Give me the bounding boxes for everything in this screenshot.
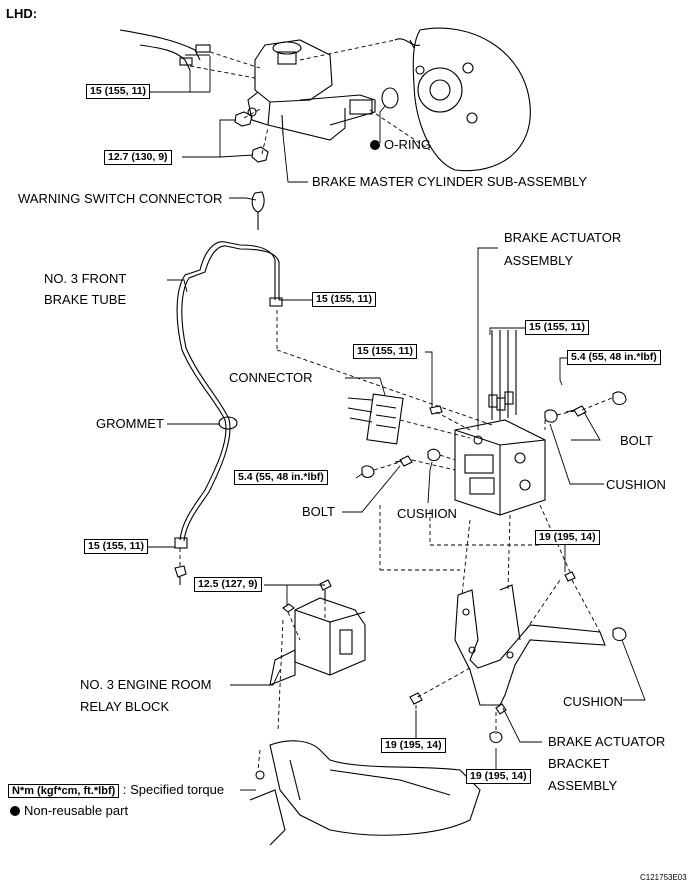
- cushion-left-label: CUSHION: [397, 506, 457, 521]
- bolt-right-label: BOLT: [620, 433, 653, 448]
- non-reusable-legend-text: Non-reusable part: [24, 803, 129, 818]
- relay-block-label-line1: NO. 3 ENGINE ROOM: [80, 677, 212, 692]
- torque-legend: N*m (kgf*cm, ft.*lbf) : Specified torque: [8, 782, 224, 799]
- bracket-label-line3: ASSEMBLY: [548, 778, 618, 793]
- o-ring-drawing: [381, 87, 399, 109]
- cushion-right-label: CUSHION: [606, 477, 666, 492]
- torque-bracket-lower: 19 (195, 14): [466, 769, 531, 784]
- torque-front-tube-lower: 15 (155, 11): [84, 539, 149, 554]
- front-brake-tube-drawing: [174, 241, 283, 585]
- brake-booster-drawing: [394, 27, 531, 172]
- front-brake-tube-label-line1: NO. 3 FRONT: [44, 271, 127, 286]
- o-ring-label: O-RING: [370, 137, 431, 152]
- torque-legend-text: : Specified torque: [122, 782, 225, 797]
- torque-bracket-left: 19 (195, 14): [381, 738, 446, 753]
- relay-block-drawing: [269, 579, 366, 686]
- non-reusable-marker-icon: [370, 140, 380, 150]
- o-ring-text: O-RING: [384, 137, 431, 152]
- relay-block-label-line2: RELAY BLOCK: [80, 699, 170, 714]
- master-cylinder-label: BRAKE MASTER CYLINDER SUB-ASSEMBLY: [312, 174, 587, 189]
- figure-code: C121753E03: [640, 873, 687, 882]
- warning-switch-connector-label: WARNING SWITCH CONNECTOR: [18, 191, 223, 206]
- bracket-label-line1: BRAKE ACTUATOR: [548, 734, 666, 749]
- torque-actuator-lines: 15 (155, 11): [525, 320, 590, 335]
- connector-drawing: [347, 393, 404, 445]
- variant-heading: LHD:: [6, 6, 38, 21]
- bolt-left-label: BOLT: [302, 504, 335, 519]
- front-brake-tube-label-line2: BRAKE TUBE: [44, 292, 127, 307]
- vehicle-body-drawing: [249, 740, 481, 846]
- bracket-label-line2: BRACKET: [548, 756, 610, 771]
- grommet-label: GROMMET: [96, 416, 164, 431]
- torque-actuator-bolt-right: 5.4 (55, 48 in.*lbf): [567, 350, 661, 365]
- torque-actuator-inlet: 15 (155, 11): [353, 344, 418, 359]
- brake-actuator-label-line2: ASSEMBLY: [504, 253, 574, 268]
- non-reusable-dot-icon: [10, 806, 20, 816]
- brake-actuator-drawing: [429, 330, 546, 516]
- torque-bracket-upper: 19 (195, 14): [535, 530, 600, 545]
- cushion-lower-label: CUSHION: [563, 694, 623, 709]
- torque-front-tube-upper: 15 (155, 11): [312, 292, 377, 307]
- brake-actuator-label-line1: BRAKE ACTUATOR: [504, 230, 622, 245]
- master-cylinder-drawing: [247, 39, 376, 141]
- torque-master-cyl-lines: 15 (155, 11): [86, 84, 151, 99]
- torque-master-cyl-nuts: 12.7 (130, 9): [104, 150, 172, 165]
- non-reusable-legend: Non-reusable part: [10, 803, 128, 818]
- bracket-drawing: [409, 571, 627, 744]
- torque-relay-block: 12.5 (127, 9): [194, 577, 262, 592]
- torque-unit-box: N*m (kgf*cm, ft.*lbf): [8, 784, 120, 798]
- connector-label: CONNECTOR: [229, 370, 313, 385]
- torque-actuator-bolt-left: 5.4 (55, 48 in.*lbf): [234, 470, 328, 485]
